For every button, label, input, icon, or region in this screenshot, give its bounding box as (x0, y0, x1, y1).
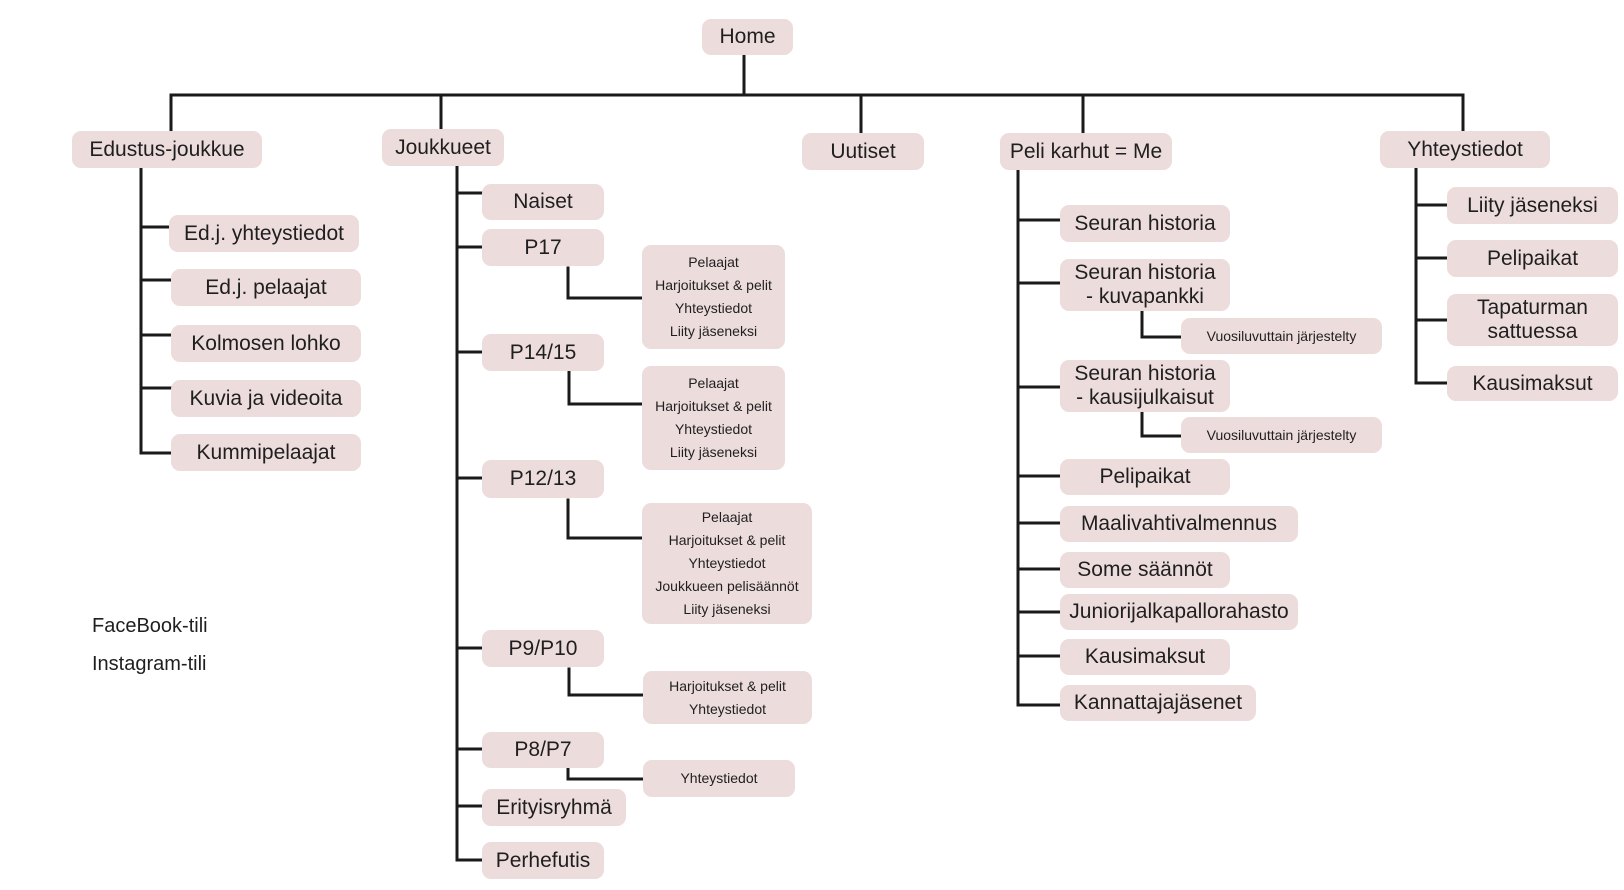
detail-item[interactable]: Yhteystiedot (674, 300, 753, 316)
joukkueet-item[interactable]: P9/P10 (482, 630, 604, 667)
detail-item[interactable]: Pelaajat (688, 254, 739, 270)
p17-details: Pelaajat Harjoitukset & pelit Yhteystied… (642, 245, 785, 349)
edustus-item[interactable]: Kummipelaajat (171, 434, 361, 471)
p14-details: Pelaajat Harjoitukset & pelit Yhteystied… (642, 366, 785, 470)
joukkueet-item[interactable]: Naiset (482, 184, 604, 220)
peli-karhut-node[interactable]: Peli karhut = Me (1000, 133, 1172, 170)
joukkueet-item[interactable]: Erityisryhmä (482, 789, 626, 826)
edustus-item[interactable]: Kolmosen lohko (171, 325, 361, 362)
kausijulkaisut-subitem[interactable]: Vuosiluvuttain järjestelty (1181, 417, 1382, 453)
yhteys-item[interactable]: Liity jäseneksi (1447, 187, 1618, 224)
detail-item[interactable]: Harjoitukset & pelit (655, 398, 772, 414)
joukkueet-item[interactable]: P12/13 (482, 460, 604, 498)
peli-item[interactable]: Pelipaikat (1060, 459, 1230, 495)
detail-item[interactable]: Harjoitukset & pelit (669, 677, 786, 694)
detail-item[interactable]: Joukkueen pelisäännöt (655, 578, 799, 594)
edustus-item[interactable]: Ed.j. yhteystiedot (169, 215, 359, 252)
joukkueet-item[interactable]: P8/P7 (482, 732, 604, 768)
joukkueet-item[interactable]: P17 (482, 229, 604, 266)
peli-item[interactable]: Seuran historia (1060, 205, 1230, 242)
joukkueet-node[interactable]: Joukkueet (382, 129, 504, 166)
kuvapankki-subitem[interactable]: Vuosiluvuttain järjestelty (1181, 318, 1382, 354)
uutiset-node[interactable]: Uutiset (802, 133, 924, 170)
detail-item[interactable]: Yhteystiedot (688, 700, 767, 717)
yhteys-item[interactable]: Tapaturman sattuessa (1447, 294, 1618, 346)
edustus-item[interactable]: Ed.j. pelaajat (171, 269, 361, 306)
peli-item[interactable]: Seuran historia - kuvapankki (1060, 259, 1230, 311)
facebook-note[interactable]: FaceBook-tili (92, 615, 208, 637)
joukkueet-item[interactable]: P14/15 (482, 334, 604, 371)
yhteystiedot-node[interactable]: Yhteystiedot (1380, 131, 1550, 168)
edustus-item[interactable]: Kuvia ja videoita (171, 380, 361, 417)
yhteys-item[interactable]: Kausimaksut (1447, 366, 1618, 401)
detail-item[interactable]: Harjoitukset & pelit (668, 532, 786, 548)
detail-item[interactable]: Harjoitukset & pelit (655, 277, 772, 293)
detail-item[interactable]: Liity jäseneksi (669, 323, 758, 339)
edustus-joukkue-node[interactable]: Edustus-joukkue (72, 131, 262, 168)
detail-item[interactable]: Liity jäseneksi (669, 444, 758, 460)
detail-item[interactable]: Pelaajat (701, 509, 753, 525)
detail-item[interactable]: Yhteystiedot (680, 770, 758, 786)
instagram-note[interactable]: Instagram-tili (92, 653, 207, 675)
peli-item[interactable]: Maalivahtivalmennus (1060, 506, 1298, 542)
peli-item[interactable]: Kausimaksut (1060, 639, 1230, 675)
peli-item[interactable]: Juniorijalkapallorahasto (1060, 594, 1298, 630)
p12-details: Pelaajat Harjoitukset & pelit Yhteystied… (642, 503, 812, 624)
p9-details: Harjoitukset & pelit Yhteystiedot (643, 671, 812, 724)
detail-item[interactable]: Yhteystiedot (688, 555, 766, 571)
p8-details: Yhteystiedot (643, 760, 795, 797)
detail-item[interactable]: Liity jäseneksi (683, 601, 771, 617)
joukkueet-item[interactable]: Perhefutis (482, 842, 604, 879)
yhteys-item[interactable]: Pelipaikat (1447, 240, 1618, 277)
peli-item[interactable]: Some säännöt (1060, 552, 1230, 588)
home-node[interactable]: Home (702, 19, 793, 55)
detail-item[interactable]: Pelaajat (688, 375, 739, 391)
detail-item[interactable]: Yhteystiedot (674, 421, 753, 437)
peli-item[interactable]: Seuran historia - kausijulkaisut (1060, 360, 1230, 412)
peli-item[interactable]: Kannattajajäsenet (1060, 685, 1256, 721)
